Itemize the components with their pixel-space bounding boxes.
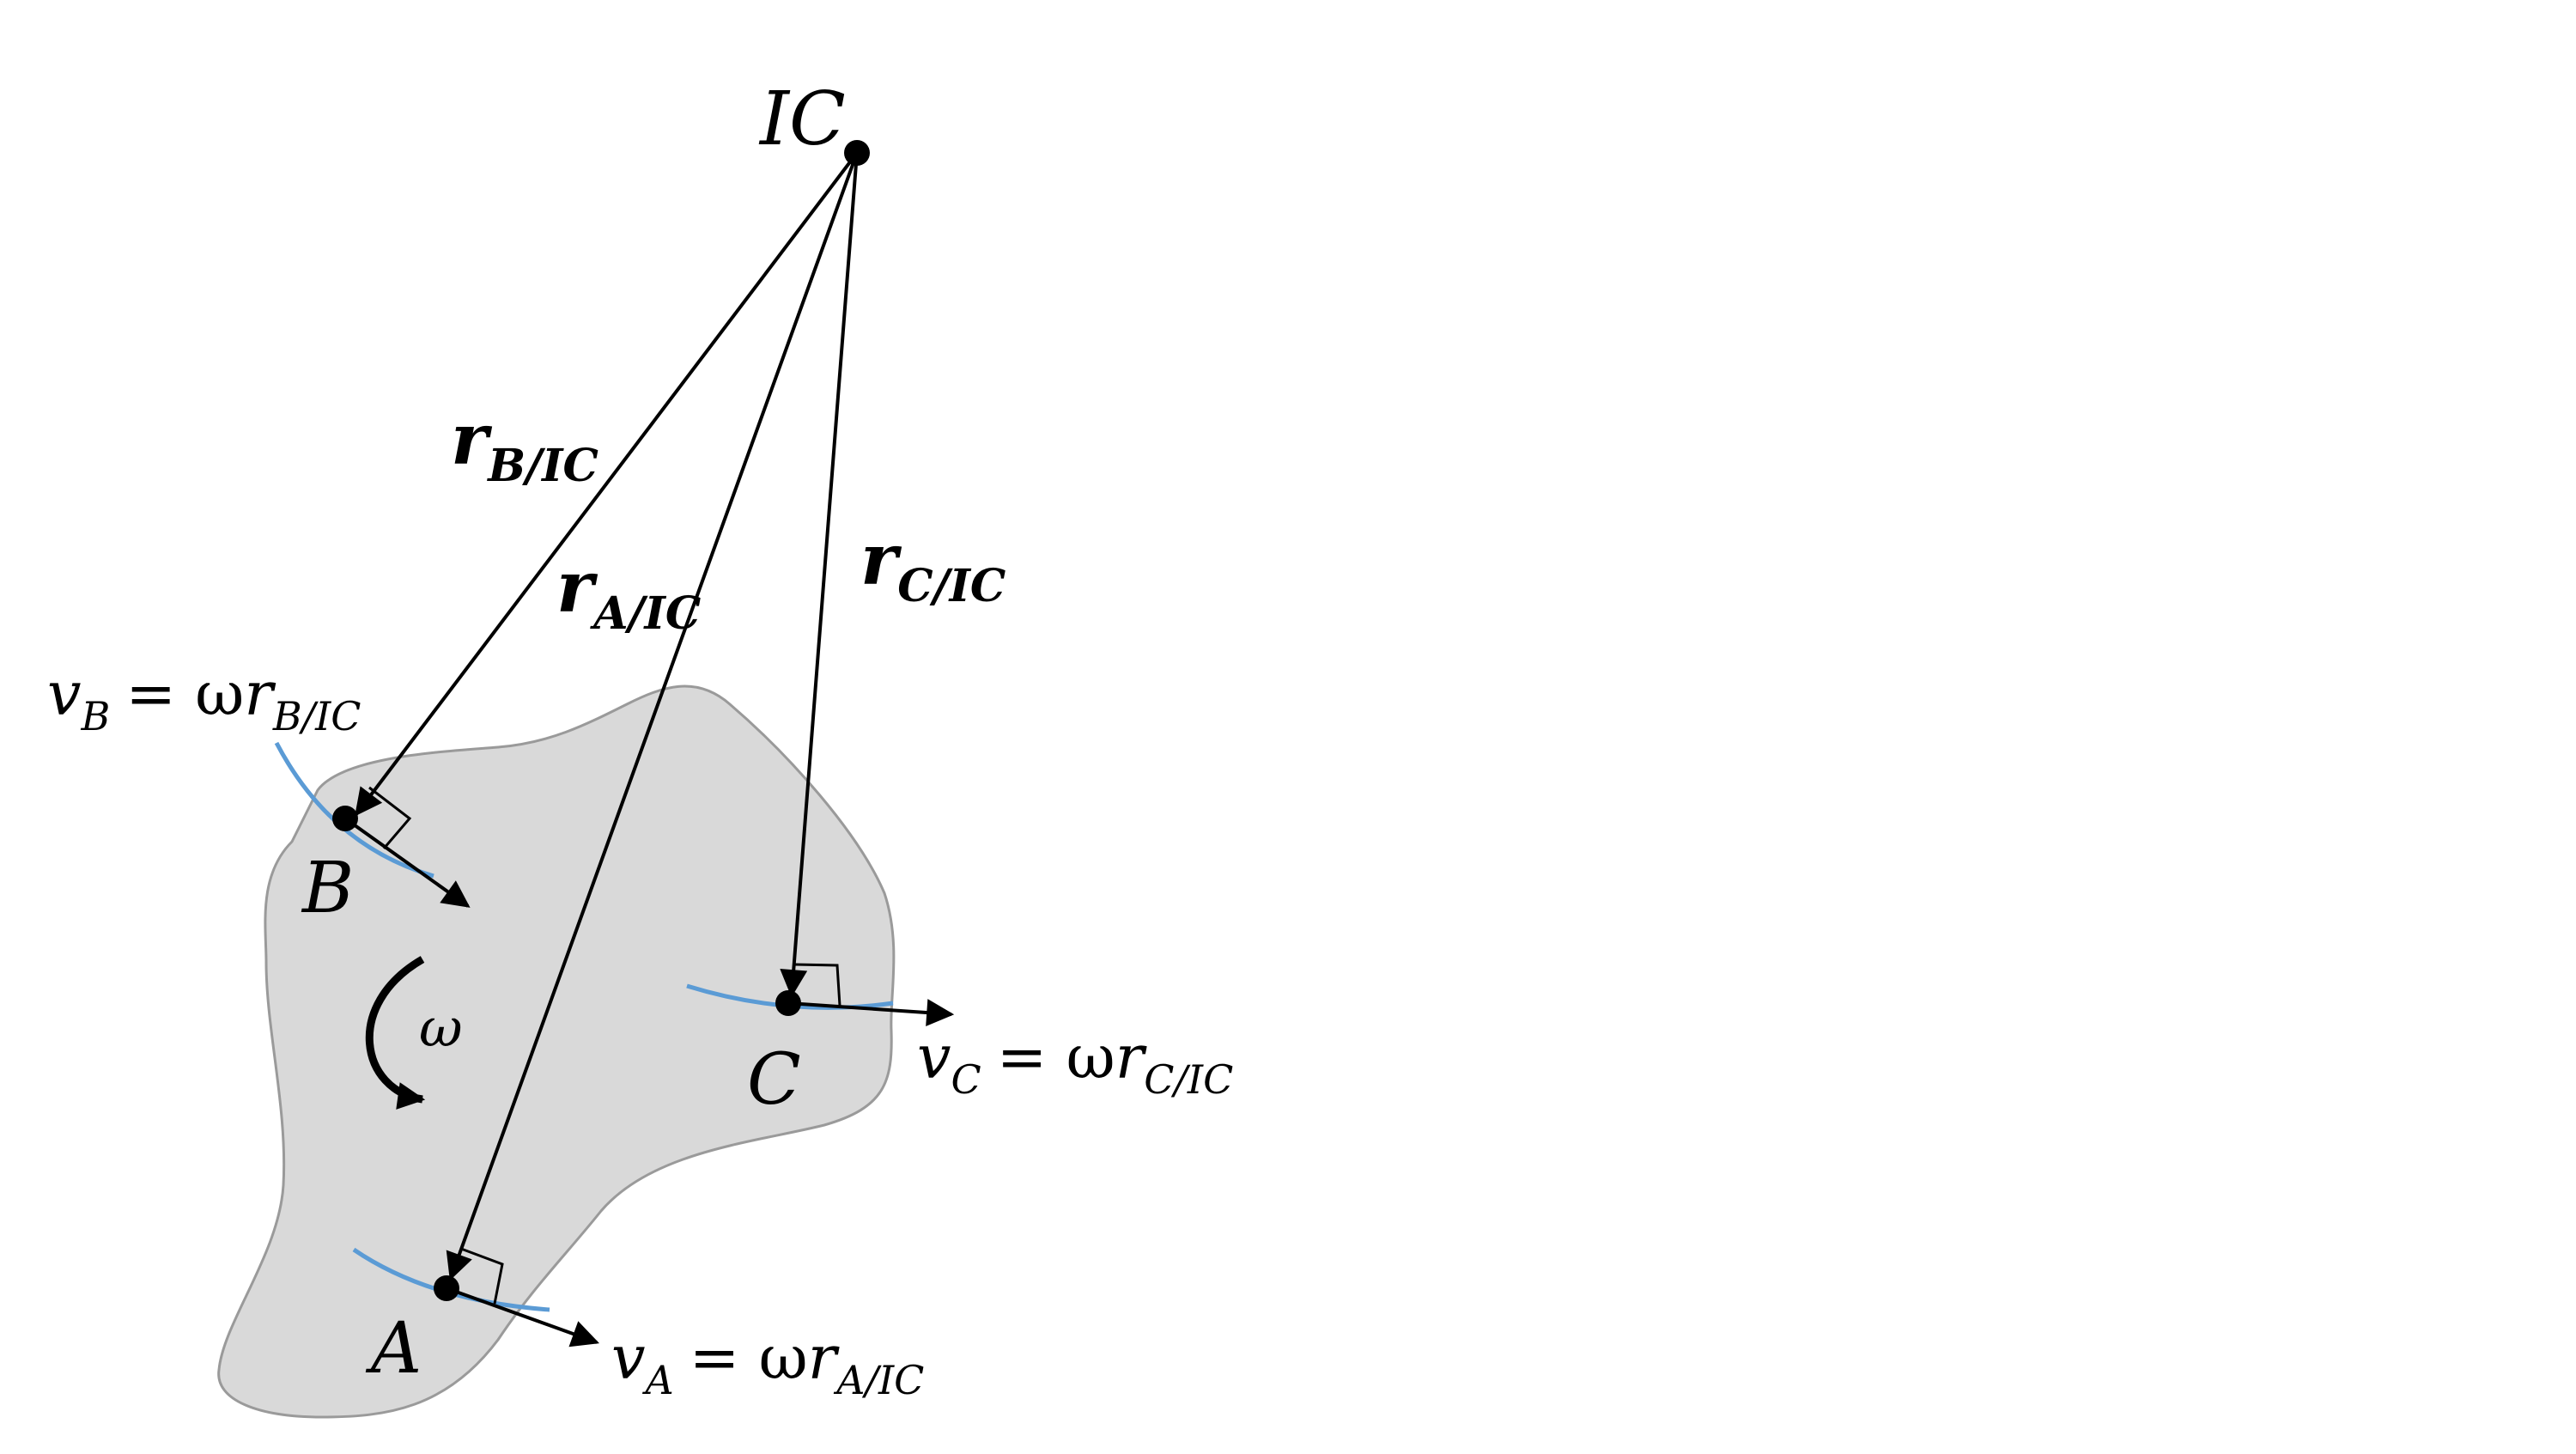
point-a-dot	[434, 1275, 459, 1301]
omega-rotation-arrow	[365, 956, 426, 1110]
point-c-dot	[775, 990, 801, 1016]
equation-v-a: vA= ωrA/IC	[611, 1323, 924, 1403]
label-omega: ω	[419, 996, 463, 1059]
right-angle-c	[793, 963, 841, 1007]
velocity-arrow-b	[343, 817, 471, 908]
vector-r-b-ic	[355, 151, 859, 817]
label-ic: IC	[758, 76, 846, 162]
right-angle-a	[460, 1247, 504, 1305]
label-point-a: A	[365, 1308, 422, 1390]
point-ic	[844, 140, 870, 166]
label-point-c: C	[747, 1039, 801, 1121]
vector-r-c-ic	[780, 152, 859, 998]
label-r-c-ic: rC/IC	[860, 519, 1005, 612]
label-r-b-ic: rB/IC	[451, 398, 598, 492]
rigid-body-shape	[217, 684, 896, 1419]
label-r-a-ic: rA/IC	[556, 546, 701, 640]
label-point-b: B	[301, 848, 354, 929]
equation-v-b: vB= ωrB/IC	[47, 659, 361, 739]
equation-v-c: vC= ωrC/IC	[917, 1022, 1233, 1103]
point-b-dot	[332, 806, 358, 831]
vector-r-a-ic	[446, 152, 859, 1281]
velocity-arrow-a	[446, 1287, 600, 1348]
right-angle-b	[368, 786, 412, 849]
velocity-arrow-c	[787, 999, 955, 1026]
